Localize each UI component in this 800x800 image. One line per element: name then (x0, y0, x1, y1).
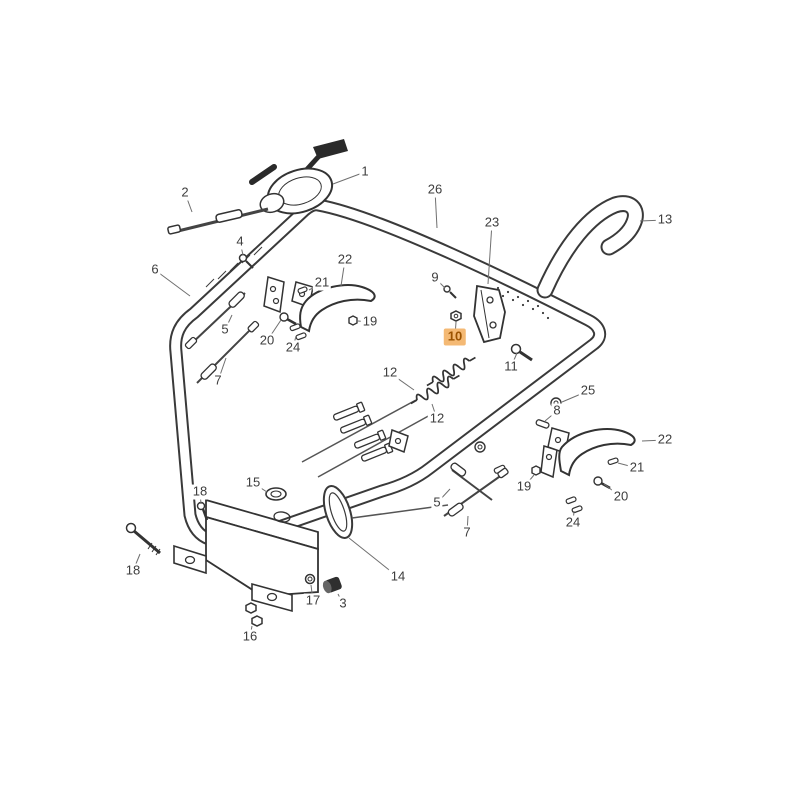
washer (474, 441, 486, 453)
pin-part21 (297, 286, 308, 294)
part-label-5[interactable]: 5 (431, 494, 443, 511)
mount-tab (251, 582, 293, 613)
brake-lever-right (531, 397, 636, 514)
part-label-19[interactable]: 19 (514, 478, 534, 495)
part-label-19[interactable]: 19 (360, 313, 380, 330)
plug-part3 (322, 576, 342, 594)
nut-part10 (450, 310, 462, 322)
small-plate (388, 428, 409, 454)
mount-bracket (443, 284, 533, 362)
part-label-3[interactable]: 3 (337, 595, 349, 612)
springs-and-bolts (301, 356, 506, 478)
tube-end-opening (322, 485, 354, 539)
bolt-part11 (510, 343, 522, 355)
nut-part16 (251, 615, 263, 627)
bolt-part20 (593, 476, 603, 486)
spring (410, 374, 460, 405)
part-label-12[interactable]: 12 (380, 364, 400, 381)
part-label-8[interactable]: 8 (551, 402, 563, 419)
part-label-20[interactable]: 20 (611, 488, 631, 505)
part-label-9[interactable]: 9 (429, 269, 441, 286)
spring (426, 356, 476, 387)
part-label-22[interactable]: 22 (655, 431, 675, 448)
part-label-18[interactable]: 18 (123, 562, 143, 579)
part-label-4[interactable]: 4 (234, 233, 246, 250)
part-label-7[interactable]: 7 (461, 524, 473, 541)
hand-grip (536, 195, 644, 299)
spacer-part17 (304, 573, 316, 585)
part-label-24[interactable]: 24 (563, 514, 583, 531)
part-label-14[interactable]: 14 (388, 568, 408, 585)
part-label-17[interactable]: 17 (303, 592, 323, 609)
part-label-22[interactable]: 22 (335, 251, 355, 268)
bolt-part20 (279, 312, 289, 322)
part-label-25[interactable]: 25 (578, 382, 598, 399)
part-label-18[interactable]: 18 (190, 483, 210, 500)
part-label-15[interactable]: 15 (243, 474, 263, 491)
lever-blade (299, 284, 376, 333)
part-label-5[interactable]: 5 (219, 321, 231, 338)
part-label-12[interactable]: 12 (427, 410, 447, 427)
grip-texture-dots (491, 286, 550, 320)
leader-line-6 (154, 269, 191, 297)
part-label-26[interactable]: 26 (425, 181, 445, 198)
part-label-23[interactable]: 23 (482, 214, 502, 231)
mount-tab (173, 544, 207, 575)
shoulder-bolt (332, 401, 366, 421)
nut-part16 (245, 602, 257, 614)
throttle-control (167, 139, 348, 269)
part-label-16[interactable]: 16 (240, 628, 260, 645)
brake-lever-left (263, 276, 376, 341)
nut-part19 (348, 315, 358, 326)
screw-part9 (443, 285, 451, 293)
part-label-24[interactable]: 24 (283, 339, 303, 356)
part-label-7[interactable]: 7 (212, 372, 224, 389)
shoulder-bolt (339, 414, 373, 434)
nut-part19 (531, 465, 541, 476)
part-label-13[interactable]: 13 (655, 211, 675, 228)
part-label-21[interactable]: 21 (312, 274, 332, 291)
part-label-20[interactable]: 20 (257, 332, 277, 349)
pin-part21 (607, 457, 619, 466)
cable-left-group (184, 291, 260, 384)
part-label-1[interactable]: 1 (359, 163, 371, 180)
handle-frame-tube (169, 198, 607, 548)
part-label-6[interactable]: 6 (149, 261, 161, 278)
shoulder-bolt (353, 429, 387, 449)
part-label-11[interactable]: 11 (502, 358, 520, 375)
lower-bracket (125, 487, 342, 627)
bolt-part18-long (125, 522, 137, 534)
part-label-10-highlighted[interactable]: 10 (443, 328, 467, 346)
part-label-21[interactable]: 21 (627, 459, 647, 476)
leader-line-23 (487, 222, 493, 285)
part-label-2[interactable]: 2 (179, 184, 191, 201)
pin-part8 (535, 419, 550, 429)
grommet-part15 (265, 487, 287, 501)
lever-blade (558, 428, 636, 477)
